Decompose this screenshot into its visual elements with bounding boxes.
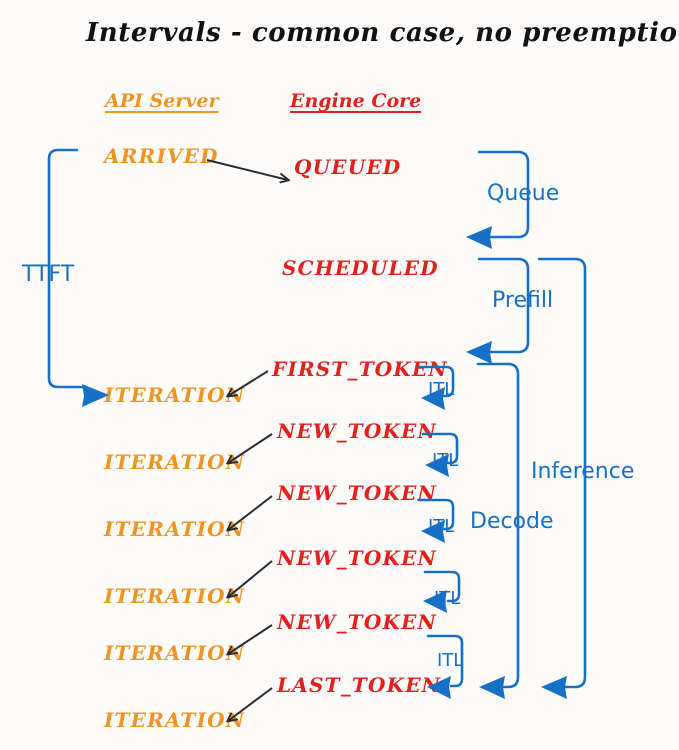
interval-label-itl-2: ITL: [432, 450, 459, 471]
interval-label-inference: Inference: [531, 459, 635, 484]
arrow-first-token-to-iteration: [228, 370, 269, 396]
event-iteration-2: ITERATION: [104, 450, 246, 474]
interval-bracket-inference: [537, 257, 587, 699]
interval-label-decode: Decode: [470, 509, 554, 534]
interval-bracket-queue: [466, 150, 530, 249]
arrow-last-token-to-iteration: [228, 687, 273, 721]
interval-label-itl-3: ITL: [428, 516, 455, 537]
column-header-api-server: API Server: [105, 90, 219, 112]
event-iteration-6: ITERATION: [104, 708, 246, 732]
arrow-new-token-2-to-iteration: [228, 495, 273, 530]
arrow-new-token-3-to-iteration: [228, 560, 273, 597]
event-scheduled: SCHEDULED: [282, 256, 439, 280]
event-queued: QUEUED: [294, 155, 402, 179]
interval-label-itl-1: ITL: [428, 379, 455, 400]
interval-bracket-prefill: [466, 257, 530, 364]
interval-label-itl-4: ITL: [434, 588, 461, 609]
interval-bracket-ttft: [47, 148, 109, 407]
interval-label-itl-5: ITL: [437, 650, 464, 671]
interval-label-prefill: Prefill: [492, 288, 554, 313]
arrow-new-token-4-to-iteration: [228, 624, 273, 654]
event-new-token-2: NEW_TOKEN: [277, 481, 437, 505]
interval-bracket-itl-2: [421, 432, 459, 477]
event-iteration-5: ITERATION: [104, 641, 246, 665]
interval-bracket-itl-4: [423, 570, 461, 613]
event-new-token-4: NEW_TOKEN: [277, 610, 437, 634]
interval-bracket-itl-5: [426, 634, 464, 699]
event-last-token: LAST_TOKEN: [277, 673, 442, 697]
event-iteration-1: ITERATION: [104, 383, 246, 407]
event-iteration-4: ITERATION: [104, 584, 246, 608]
interval-bracket-decode: [476, 362, 520, 699]
interval-bracket-itl-3: [417, 498, 455, 543]
interval-label-ttft: TTFT: [22, 262, 75, 287]
event-first-token: FIRST_TOKEN: [272, 357, 448, 381]
event-new-token-3: NEW_TOKEN: [277, 546, 437, 570]
interval-label-queue: Queue: [487, 181, 560, 206]
event-arrived: ARRIVED: [104, 144, 219, 168]
event-new-token-1: NEW_TOKEN: [277, 419, 437, 443]
page-title: Intervals - common case, no preemptions: [86, 18, 679, 48]
arrow-arrived-to-queued: [206, 159, 288, 180]
interval-bracket-itl-1: [417, 365, 455, 410]
column-header-engine-core: Engine Core: [290, 90, 422, 112]
arrow-new-token-1-to-iteration: [228, 433, 273, 463]
event-iteration-3: ITERATION: [104, 517, 246, 541]
